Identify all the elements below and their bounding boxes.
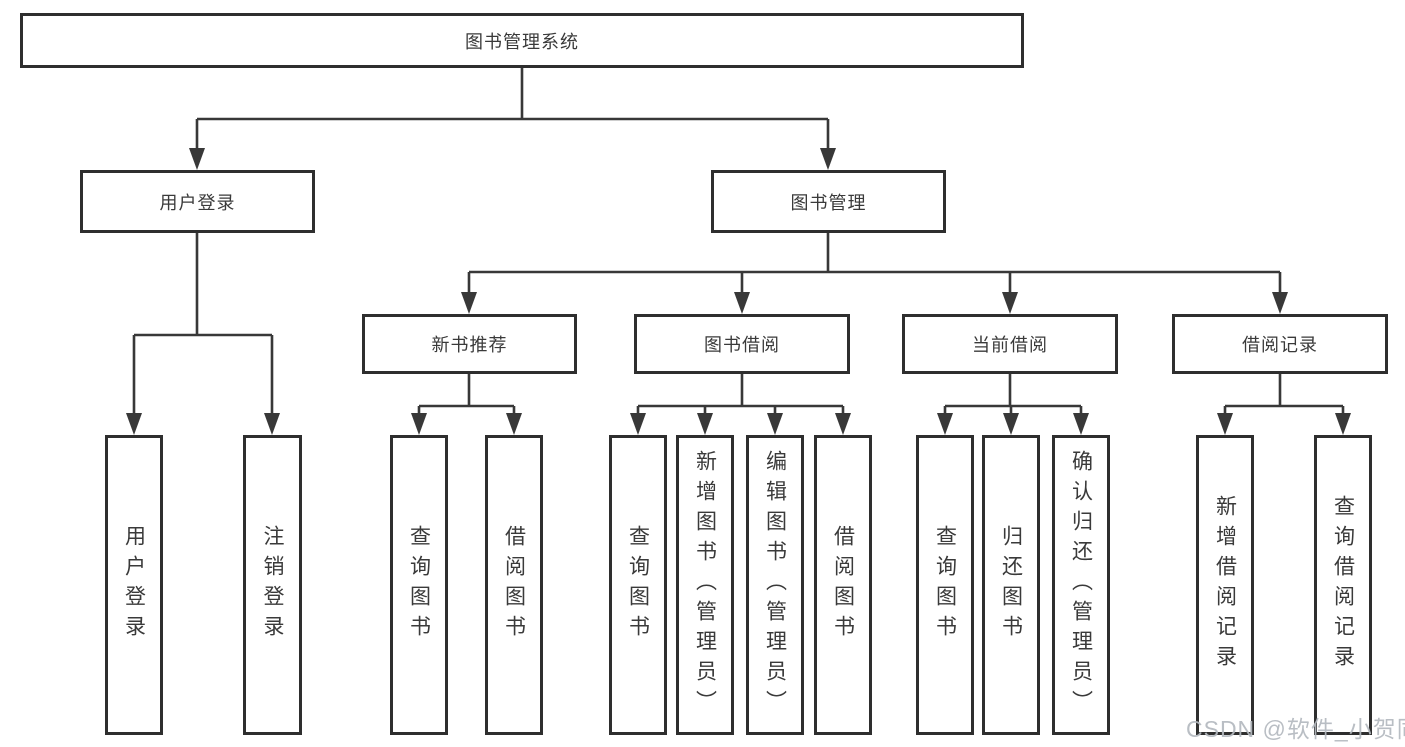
connector-bookborrow-to-leaves xyxy=(630,374,851,435)
node-current-borrow-label: 当前借阅 xyxy=(972,335,1048,355)
leaf-current-confirm-return-admin: 确认归还（管理员） xyxy=(1052,435,1110,735)
leaf-record-query-record-label: 查询借阅记录 xyxy=(1331,495,1355,675)
leaf-current-query-book-label: 查询图书 xyxy=(933,525,957,645)
node-user-login: 用户登录 xyxy=(80,170,315,233)
leaf-logout: 注销登录 xyxy=(243,435,302,735)
node-root: 图书管理系统 xyxy=(20,13,1024,68)
node-book-management: 图书管理 xyxy=(711,170,946,233)
leaf-newrec-borrow-book-label: 借阅图书 xyxy=(502,525,526,645)
leaf-borrow-edit-book-admin: 编辑图书（管理员） xyxy=(746,435,804,735)
connector-bookmgmt-to-level3 xyxy=(461,233,1288,314)
leaf-record-add-record: 新增借阅记录 xyxy=(1196,435,1254,735)
leaf-current-return-book: 归还图书 xyxy=(982,435,1040,735)
node-book-borrow-label: 图书借阅 xyxy=(704,335,780,355)
leaf-logout-label: 注销登录 xyxy=(261,525,284,645)
connector-currentborrow-to-leaves xyxy=(937,374,1089,435)
node-new-book-recommend-label: 新书推荐 xyxy=(431,335,508,355)
node-borrow-record: 借阅记录 xyxy=(1172,314,1388,374)
node-book-management-label: 图书管理 xyxy=(790,192,867,213)
leaf-user-login: 用户登录 xyxy=(105,435,163,735)
node-current-borrow: 当前借阅 xyxy=(902,314,1118,374)
leaf-borrow-add-book-admin: 新增图书（管理员） xyxy=(676,435,734,735)
leaf-borrow-edit-book-admin-label: 编辑图书（管理员） xyxy=(763,450,787,720)
leaf-record-query-record: 查询借阅记录 xyxy=(1314,435,1372,735)
node-new-book-recommend: 新书推荐 xyxy=(362,314,577,374)
leaf-borrow-borrow-book-label: 借阅图书 xyxy=(831,525,855,645)
connector-newbookrec-to-leaves xyxy=(411,374,522,435)
leaf-borrow-borrow-book: 借阅图书 xyxy=(814,435,872,735)
leaf-user-login-label: 用户登录 xyxy=(122,525,146,645)
node-user-login-label: 用户登录 xyxy=(159,192,236,213)
node-borrow-record-label: 借阅记录 xyxy=(1242,335,1318,355)
leaf-current-query-book: 查询图书 xyxy=(916,435,974,735)
node-book-borrow: 图书借阅 xyxy=(634,314,850,374)
leaf-current-return-book-label: 归还图书 xyxy=(999,525,1023,645)
leaf-current-confirm-return-admin-label: 确认归还（管理员） xyxy=(1069,450,1093,720)
leaf-newrec-query-book-label: 查询图书 xyxy=(407,525,431,645)
leaf-newrec-query-book: 查询图书 xyxy=(390,435,448,735)
leaf-record-add-record-label: 新增借阅记录 xyxy=(1213,495,1237,675)
csdn-watermark: CSDN @软件_小贺同学 xyxy=(1186,716,1405,742)
leaf-newrec-borrow-book: 借阅图书 xyxy=(485,435,543,735)
node-root-label: 图书管理系统 xyxy=(465,31,579,52)
connector-borrowrecord-to-leaves xyxy=(1217,374,1351,435)
leaf-borrow-query-book: 查询图书 xyxy=(609,435,667,735)
leaf-borrow-add-book-admin-label: 新增图书（管理员） xyxy=(693,450,717,720)
leaf-borrow-query-book-label: 查询图书 xyxy=(626,525,650,645)
connector-root-to-level2 xyxy=(189,68,836,170)
connector-userlogin-to-leaves xyxy=(126,233,280,435)
